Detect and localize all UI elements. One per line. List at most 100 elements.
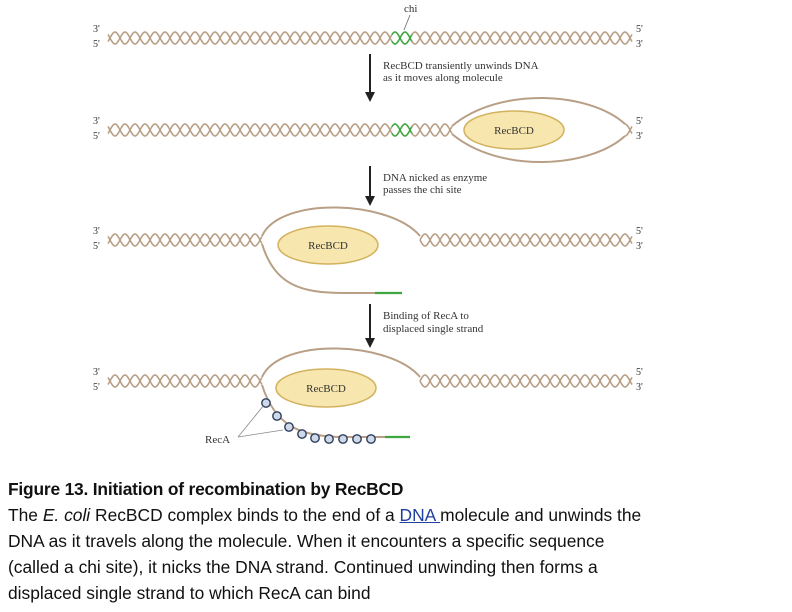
recbcd-enzyme — [277, 225, 379, 265]
recbcd-enzyme — [275, 368, 377, 408]
dna-strand — [107, 233, 263, 247]
dna-strand — [391, 123, 413, 137]
end-label-5prime-left: 5' — [93, 39, 100, 50]
reca-pointer-line — [237, 404, 265, 438]
dna-strand — [107, 123, 393, 137]
dna-strand — [107, 374, 263, 388]
recbcd-label: RecBCD — [308, 240, 348, 252]
helix-segment — [419, 233, 633, 247]
displaced-single-strand — [261, 243, 375, 294]
recbcd-label: RecBCD — [494, 125, 534, 137]
dna-strand — [411, 31, 633, 45]
reca-bead — [324, 434, 334, 444]
step-arrow-3: Binding of RecA to displaced single stra… — [365, 304, 484, 348]
end-label-3prime-left: 3' — [93, 24, 100, 35]
step-arrow-1: RecBCD transiently unwinds DNA as it mov… — [365, 54, 539, 102]
unwound-bottom-strand — [451, 133, 626, 163]
end-label-5prime-left: 5' — [93, 131, 100, 142]
dna-strand — [391, 31, 413, 45]
dna-strand — [419, 374, 633, 388]
end-label-3prime-right: 3' — [636, 382, 643, 393]
duplex-row-2: RecBCD 3' 5' 5' 3' — [93, 97, 643, 163]
end-label-3prime-right: 3' — [636, 39, 643, 50]
species-name: E. coli — [42, 505, 91, 525]
step-1-label-line2: as it moves along molecule — [383, 72, 503, 84]
caption-line-2: DNA as it travels along the molecule. Wh… — [8, 531, 605, 551]
helix-segment — [411, 31, 633, 45]
recbcd-label: RecBCD — [306, 383, 346, 395]
unwound-top-strand — [451, 97, 626, 127]
end-label-3prime-right: 3' — [636, 131, 643, 142]
helix-segment — [411, 123, 453, 137]
dna-strand — [107, 233, 263, 247]
unwound-top-strand — [261, 206, 421, 237]
reca-pointer-line — [237, 429, 284, 438]
duplex-row-3: RecBCD 3' 5' 5' 3' — [93, 206, 643, 295]
dna-strand — [411, 123, 453, 137]
chi-site-segment — [391, 31, 413, 45]
caption-text: The — [8, 505, 43, 525]
dna-strand — [411, 31, 633, 45]
caption-text: molecule and unwinds the — [440, 505, 642, 525]
caption-text: RecBCD complex binds to the end of a — [90, 505, 400, 525]
chi-label: chi — [404, 3, 417, 15]
step-3-label-line1: Binding of RecA to — [383, 310, 469, 322]
figure-caption: Figure 13. Initiation of recombination b… — [8, 476, 788, 606]
reca-bead — [297, 429, 307, 439]
dna-strand — [391, 123, 413, 137]
step-1-label-line1: RecBCD transiently unwinds DNA — [383, 60, 539, 72]
helix-segment — [419, 374, 633, 388]
helix-segment — [624, 123, 633, 137]
arrow-head — [365, 196, 375, 206]
helix-segment — [107, 233, 263, 247]
dna-strand — [107, 374, 263, 388]
caption-line-1: The E. coli RecBCD complex binds to the … — [8, 502, 788, 528]
arrow-head — [365, 338, 375, 348]
reca-bead — [284, 422, 294, 432]
helix-segment — [107, 123, 393, 137]
unwound-top-strand — [261, 347, 421, 378]
end-label-5prime-right: 5' — [636, 116, 643, 127]
step-2-label-line1: DNA nicked as enzyme — [383, 172, 487, 184]
duplex-row-4: RecBCD RecA 3' 5' 5' 3' — [93, 347, 643, 446]
reca-label: RecA — [205, 434, 230, 446]
caption-line-4: displaced single strand to which RecA ca… — [8, 583, 371, 603]
reca-bead — [366, 434, 376, 444]
end-label-5prime-right: 5' — [636, 226, 643, 237]
helix-segment — [107, 374, 263, 388]
chi-pointer-line — [403, 14, 411, 31]
dna-strand — [624, 123, 633, 134]
reca-bead — [338, 434, 348, 444]
arrow-head — [365, 92, 375, 102]
helix-segment — [107, 31, 393, 45]
dna-link[interactable]: DNA — [399, 505, 441, 525]
dna-strand — [411, 123, 453, 137]
dna-strand — [391, 31, 413, 45]
end-label-5prime-left: 5' — [93, 382, 100, 393]
end-label-5prime-right: 5' — [636, 367, 643, 378]
caption-line-3: (called a chi site), it nicks the DNA st… — [8, 557, 598, 577]
dna-strand — [419, 233, 633, 247]
duplex-row-1: 3' 5' 5' 3' chi — [93, 3, 643, 50]
end-label-5prime-left: 5' — [93, 241, 100, 252]
end-label-3prime-right: 3' — [636, 241, 643, 252]
recombination-diagram: 3' 5' 5' 3' chi RecBCD transiently unwin… — [93, 3, 643, 446]
chi-site-segment — [391, 123, 413, 137]
dna-strand — [419, 374, 633, 388]
end-label-3prime-left: 3' — [93, 116, 100, 127]
dna-strand — [107, 31, 393, 45]
end-label-3prime-left: 3' — [93, 226, 100, 237]
recbcd-enzyme — [463, 110, 565, 150]
step-3-label-line2: displaced single strand — [383, 323, 484, 335]
reca-bead — [352, 434, 362, 444]
step-arrow-2: DNA nicked as enzyme passes the chi site — [365, 166, 487, 206]
reca-bead — [310, 433, 320, 443]
reca-bead-chain — [261, 398, 376, 444]
reca-bead — [272, 411, 282, 421]
dna-strand — [419, 233, 633, 247]
end-label-3prime-left: 3' — [93, 367, 100, 378]
step-2-label-line2: passes the chi site — [383, 184, 462, 196]
figure-title: Figure 13. Initiation of recombination b… — [8, 479, 404, 499]
dna-strand — [624, 126, 633, 137]
end-label-5prime-right: 5' — [636, 24, 643, 35]
